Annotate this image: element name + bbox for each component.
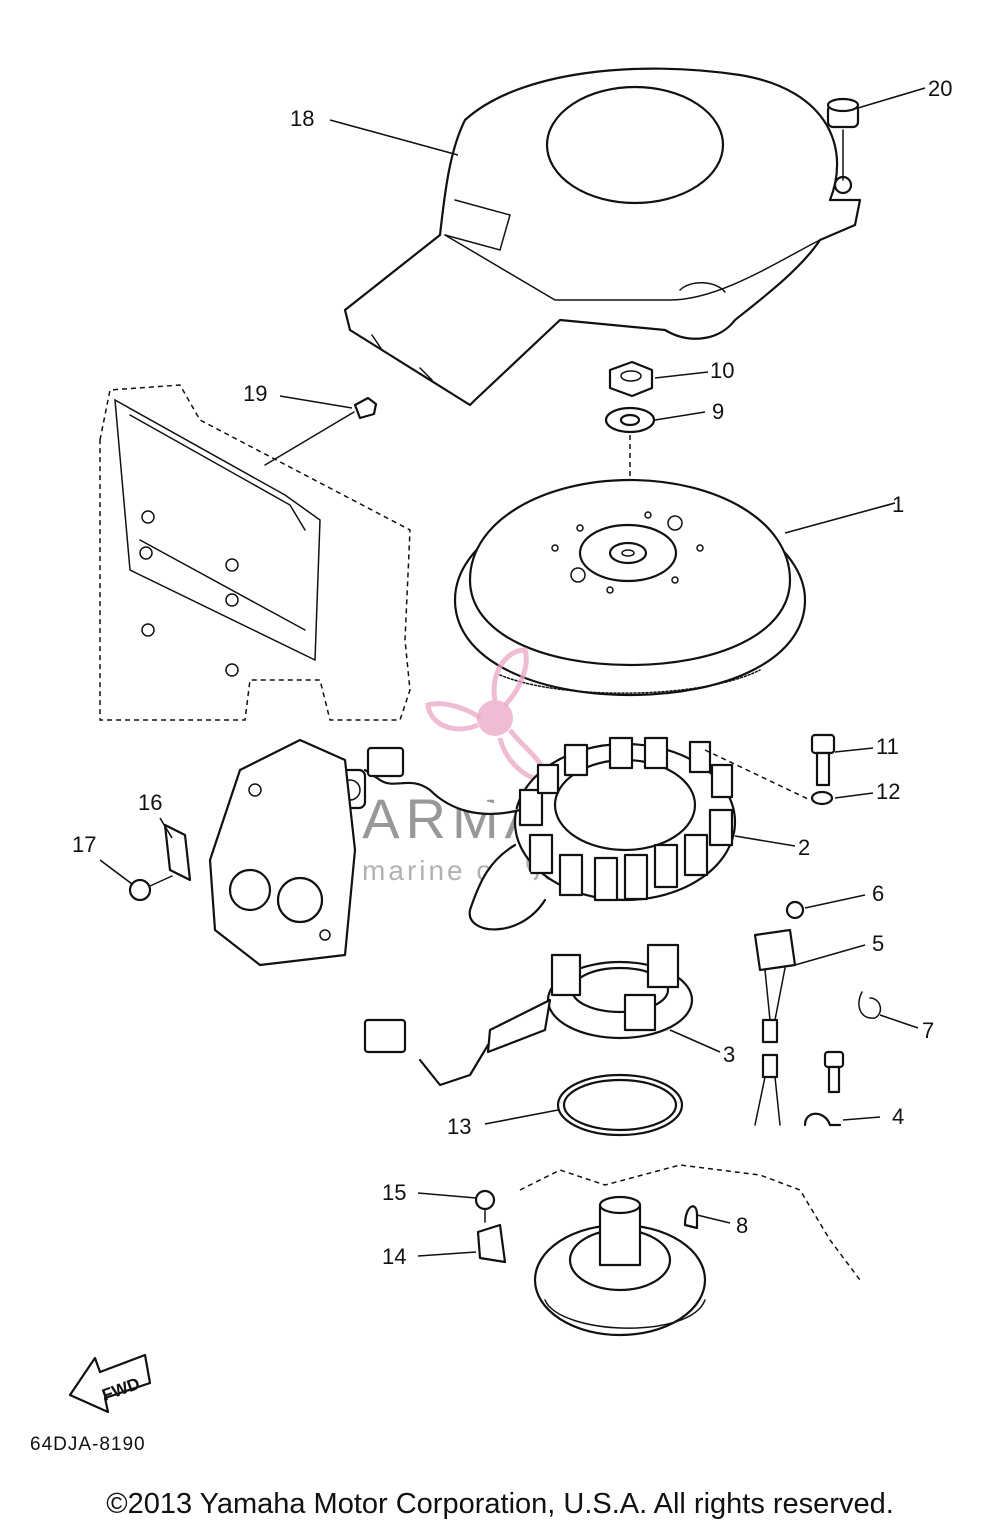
callout-14: 14 (382, 1244, 406, 1269)
cover-screw (264, 396, 378, 466)
callout-7: 7 (922, 1018, 934, 1043)
callout-16: 16 (138, 790, 162, 815)
callout-17: 17 (72, 832, 96, 857)
washer (604, 406, 656, 434)
callout-11: 11 (876, 734, 899, 759)
copyright-notice: ©2013 Yamaha Motor Corporation, U.S.A. A… (106, 1488, 894, 1520)
callout-12: 12 (876, 779, 900, 804)
callout-4: 4 (892, 1104, 904, 1129)
stator-coil (513, 736, 811, 902)
retaining-ring (556, 1073, 684, 1137)
callout-1: 1 (892, 492, 904, 517)
flywheel-cover (343, 67, 862, 407)
leader-lines (99, 87, 926, 1257)
clamp-screw (785, 900, 805, 920)
base-screw (474, 1189, 496, 1223)
ground-clamp (803, 1050, 845, 1127)
callout-13: 13 (447, 1114, 471, 1139)
woodruff-key (683, 1205, 699, 1230)
bracket-screw (128, 875, 173, 902)
stator-washer (810, 790, 834, 806)
callout-2: 2 (798, 835, 810, 860)
stator-bolt (810, 733, 836, 787)
callout-18: 18 (290, 106, 314, 131)
callout-5: 5 (872, 931, 884, 956)
flywheel-nut (608, 360, 654, 398)
mount-bracket (163, 823, 192, 882)
callout-6: 6 (872, 881, 884, 906)
crankcase-base (519, 1164, 861, 1337)
lead-clamp-cord (753, 928, 797, 1126)
callout-20: 20 (928, 76, 952, 101)
flywheel-magneto (453, 478, 807, 697)
callout-15: 15 (382, 1180, 406, 1205)
callout-numbers: 1 2 3 4 5 6 7 8 9 10 11 12 13 14 15 16 1… (72, 76, 952, 1269)
callout-8: 8 (736, 1213, 748, 1238)
forward-arrow-icon: FWD (68, 1353, 152, 1414)
callout-3: 3 (723, 1042, 735, 1067)
base-bracket (476, 1223, 507, 1264)
grommet (826, 97, 860, 181)
spring-clip (858, 991, 882, 1019)
callout-19: 19 (243, 381, 267, 406)
engine-block-context (99, 384, 411, 721)
callout-10: 10 (710, 358, 734, 383)
pulser-coil (363, 943, 694, 1087)
reference-code: 64DJA-8190 (30, 1434, 146, 1455)
callout-9: 9 (712, 399, 724, 424)
ignition-housing (208, 738, 357, 967)
